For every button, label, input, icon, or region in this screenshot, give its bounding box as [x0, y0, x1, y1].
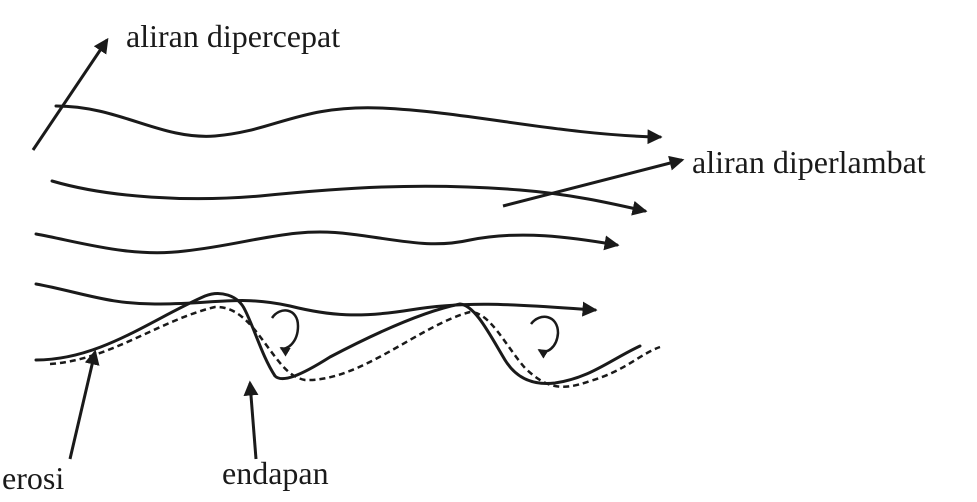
label-deposition: endapan: [222, 455, 329, 491]
eddy-icon-right: [531, 317, 558, 352]
label-erosion: erosi: [2, 460, 64, 496]
pointer-deposition: [250, 383, 256, 459]
pointer-erosion: [70, 352, 95, 459]
eddy-icon-left: [272, 310, 298, 348]
flow-line-3: [36, 232, 617, 253]
flow-line-4: [36, 284, 595, 315]
riverbed-original-dashed: [50, 307, 660, 387]
pointer-accelerated-flow: [33, 40, 107, 150]
label-decelerated-flow: aliran diperlambat: [692, 144, 926, 180]
label-accelerated-flow: aliran dipercepat: [126, 18, 340, 54]
flow-line-1: [56, 106, 660, 137]
flow-line-2: [52, 181, 645, 211]
